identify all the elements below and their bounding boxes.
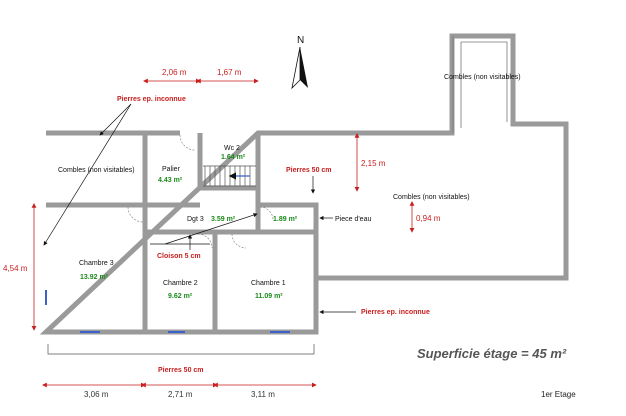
room-palier-area: 4.43 m² (158, 177, 183, 184)
annotation-pierres-50-mid: Pierres 50 cm (286, 167, 332, 174)
room-piece-eau-area: 1.89 m² (273, 216, 298, 223)
room-wc-area: 1.64 m² (221, 154, 246, 161)
dimension-lines (31, 78, 415, 388)
compass-label: N (297, 35, 304, 46)
floor-label: 1er Etage (541, 390, 576, 399)
dim-right-height-1: 2,15 m (361, 159, 386, 168)
room-chambre1-name: Chambre 1 (251, 280, 286, 287)
annotation-pierres-top: Pierres ep. inconnue (117, 96, 186, 103)
annotation-cloison: Cloison 5 cm (157, 253, 201, 260)
bottom-bracket (47, 344, 315, 355)
windows (45, 290, 290, 333)
room-chambre1-area: 11.09 m² (255, 293, 283, 300)
dim-top-2: 1,67 m (217, 68, 242, 77)
room-dgt-name: Dgt 3 (187, 216, 204, 223)
room-combles-right: Combles (non visitables) (393, 194, 470, 201)
arrow-pierres-top-1 (99, 103, 132, 136)
room-chambre3-area: 13.92 m² (80, 274, 109, 281)
surface-total: Superficie étage = 45 m² (417, 346, 567, 361)
walls (39, 33, 569, 335)
room-piece-eau-name: Piece d'eau (335, 216, 371, 223)
inner-lines (452, 36, 508, 133)
room-chambre2-area: 9.62 m² (168, 293, 193, 300)
room-combles-top: Combles (non visitables) (444, 74, 521, 81)
arrow-cloison (164, 213, 258, 245)
room-chambre2-name: Chambre 2 (163, 280, 198, 287)
dim-bottom-2: 2,71 m (168, 390, 193, 399)
room-wc-name: Wc 2 (224, 145, 240, 152)
dim-bottom-1: 3,06 m (84, 390, 109, 399)
room-dgt-area: 3.59 m² (211, 216, 236, 223)
annotation-pierres-right: Pierres ep. inconnue (361, 309, 430, 316)
annotation-pierres-50-bottom: Pierres 50 cm (158, 367, 204, 374)
room-chambre3-name: Chambre 3 (79, 260, 114, 267)
room-palier-name: Palier (162, 166, 181, 173)
doors (127, 134, 274, 249)
dim-bottom-3: 3,11 m (251, 390, 275, 399)
room-combles-left: Combles (non visitables) (58, 167, 135, 174)
dim-left-height: 4,54 m (3, 264, 28, 273)
compass-icon: N (291, 35, 308, 90)
dim-top-1: 2,06 m (162, 68, 187, 77)
staircase (203, 165, 256, 187)
dim-right-height-2: 0,94 m (416, 214, 441, 223)
arrow-pierres-top-2 (43, 103, 132, 246)
